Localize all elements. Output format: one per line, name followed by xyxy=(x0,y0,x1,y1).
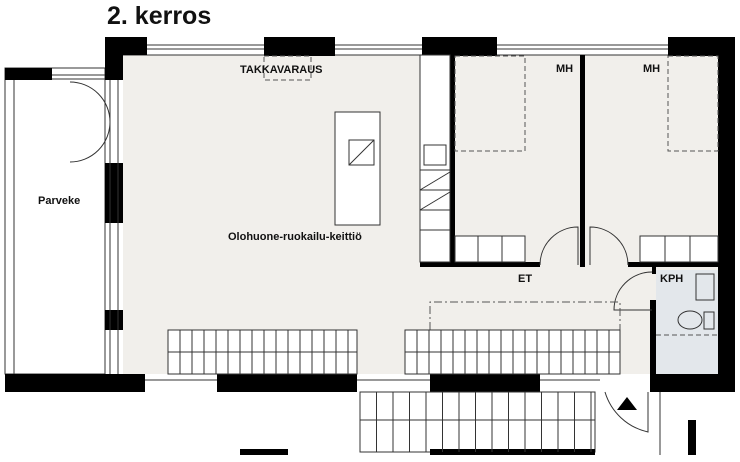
label-hall: ET xyxy=(518,273,532,285)
label-bathroom: KPH xyxy=(660,273,683,285)
bathroom-floor xyxy=(656,270,718,374)
stairs-exterior xyxy=(359,391,596,453)
label-living: Olohuone-ruokailu-keittiö xyxy=(228,231,362,243)
label-fireplace: TAKKAVARAUS xyxy=(240,64,323,76)
entrance-arrow-icon xyxy=(617,397,637,410)
label-balcony: Parveke xyxy=(38,195,80,207)
floor-title: 2. kerros xyxy=(107,2,212,30)
balcony xyxy=(4,67,106,375)
label-bedroom-2: MH xyxy=(643,63,660,75)
label-bedroom-1: MH xyxy=(556,63,573,75)
kitchen-island xyxy=(334,111,381,226)
interior-walls xyxy=(420,55,718,274)
